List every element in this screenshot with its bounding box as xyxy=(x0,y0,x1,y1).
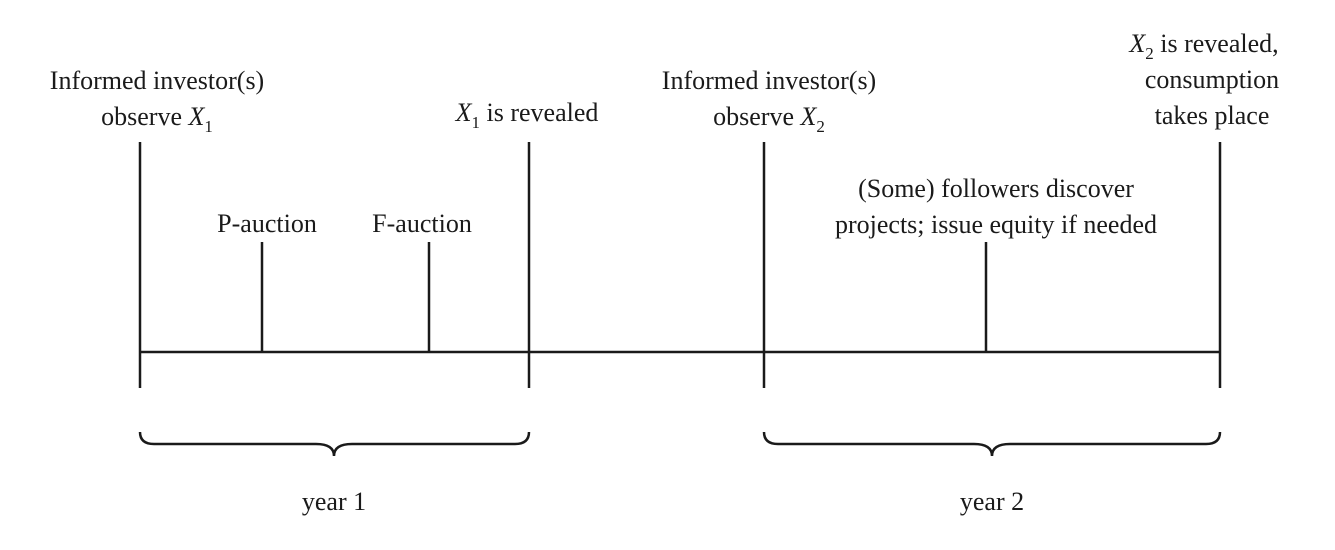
event-1-text: observe xyxy=(101,102,188,131)
event-3-text: observe xyxy=(713,102,800,131)
event-3-var: X xyxy=(799,102,817,131)
event-1-sub: 1 xyxy=(204,117,213,136)
event-1-var: X xyxy=(187,102,205,131)
event-4-text: is revealed, xyxy=(1154,29,1279,58)
event-4-label-line3: takes place xyxy=(1155,101,1270,130)
event-3-sub: 2 xyxy=(816,117,825,136)
event-3-label-line1: Informed investor(s) xyxy=(662,66,876,95)
event-1-label-line2: observe X1 xyxy=(101,102,213,136)
p-auction-label: P-auction xyxy=(217,209,317,238)
followers-label-line1: (Some) followers discover xyxy=(858,174,1134,203)
event-3-label-line2: observe X2 xyxy=(713,102,825,136)
followers-label-line2: projects; issue equity if needed xyxy=(835,210,1157,239)
year-2-brace xyxy=(762,431,1222,457)
event-2-label: X1 is revealed xyxy=(455,98,599,132)
year-1-label: year 1 xyxy=(302,487,366,516)
event-2-sub: 1 xyxy=(472,113,481,132)
event-4-sub: 2 xyxy=(1145,44,1154,63)
event-4-label-line1: X2 is revealed, xyxy=(1128,29,1278,63)
event-4-var: X xyxy=(1128,29,1146,58)
year-1-brace xyxy=(138,431,531,457)
event-4-label-line2: consumption xyxy=(1145,65,1279,94)
year-2-label: year 2 xyxy=(960,487,1024,516)
f-auction-label: F-auction xyxy=(372,209,472,238)
event-2-var: X xyxy=(455,98,473,127)
event-1-label-line1: Informed investor(s) xyxy=(50,66,264,95)
event-2-text: is revealed xyxy=(480,98,598,127)
